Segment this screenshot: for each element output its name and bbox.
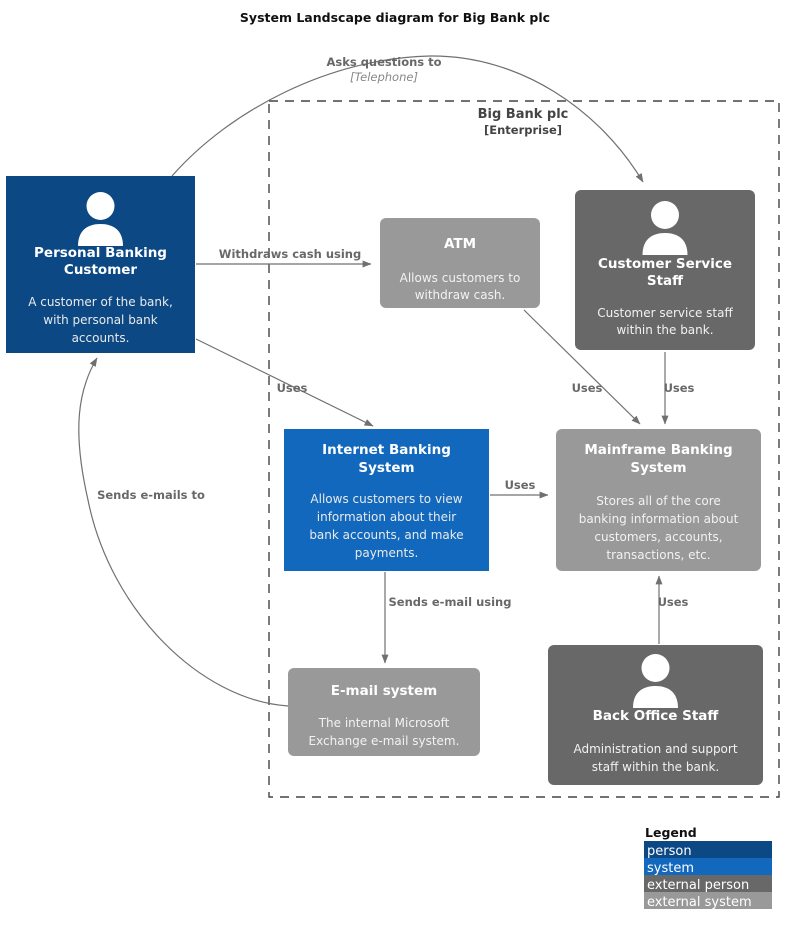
node-desc-ibs-line-1: Allows customers to view: [310, 492, 462, 506]
node-box-mainframe-banking-system[interactable]: [556, 429, 761, 571]
node-desc-ibs-line-2: information about their: [317, 510, 457, 524]
legend-item-person: person: [644, 841, 772, 859]
legend-label-person: person: [647, 844, 692, 859]
person-icon: [78, 192, 123, 246]
node-desc-mbs-line-2: banking information about: [579, 512, 739, 526]
node-desc-css-line-1: Customer service staff: [597, 306, 733, 320]
node-desc-email-line-2: Exchange e-mail system.: [309, 734, 460, 748]
legend-swatch-external-person: [644, 875, 772, 892]
edge-customer-uses-internet-banking: [195, 338, 374, 427]
node-title-css-line-1: Customer Service: [598, 256, 732, 272]
edges-layer: Asks questions to [Telephone] Withdraws …: [78, 55, 695, 707]
boundary-sublabel: [Enterprise]: [484, 123, 562, 137]
node-desc-atm-line-1: Allows customers to: [400, 271, 521, 285]
node-desc-email-line-1: The internal Microsoft: [318, 716, 450, 730]
node-desc-bos-line-1: Administration and support: [573, 742, 737, 756]
node-desc-ibs-line-3: bank accounts, and make: [309, 528, 463, 542]
node-personal-banking-customer[interactable]: Personal Banking Customer A customer of …: [6, 176, 195, 353]
edge-label-sends-email-using: Sends e-mail using: [389, 595, 512, 609]
node-title-line-1: Personal Banking: [34, 245, 167, 261]
node-desc-mbs-line-4: transactions, etc.: [606, 548, 710, 562]
node-title-back-office-staff: Back Office Staff: [593, 708, 720, 724]
node-internet-banking-system[interactable]: Internet Banking System Allows customers…: [284, 429, 489, 571]
node-mainframe-banking-system[interactable]: Mainframe Banking System Stores all of t…: [556, 429, 761, 571]
edge-label-uses-bos-mainframe: Uses: [658, 595, 689, 609]
node-title-mbs-line-2: System: [630, 460, 686, 476]
node-atm[interactable]: ATM Allows customers to withdraw cash.: [380, 218, 540, 308]
node-title-ibs-line-2: System: [358, 460, 414, 476]
legend-item-external-system: external system: [644, 892, 772, 910]
edge-technology-telephone: [Telephone]: [350, 70, 418, 84]
legend-label-external-person: external person: [647, 878, 749, 893]
edge-label-sends-emails-to: Sends e-mails to: [97, 488, 205, 502]
node-desc-mbs-line-1: Stores all of the core: [596, 494, 721, 508]
node-desc-css-line-2: within the bank.: [616, 323, 713, 337]
legend-title: Legend: [645, 825, 697, 840]
node-box-internet-banking-system[interactable]: [284, 429, 489, 571]
node-box-atm[interactable]: [380, 218, 540, 308]
page-title: System Landscape diagram for Big Bank pl…: [240, 10, 550, 25]
enterprise-boundary: Big Bank plc [Enterprise]: [268, 100, 780, 798]
boundary-label: Big Bank plc: [478, 107, 569, 122]
node-desc-line-3: accounts.: [72, 331, 130, 345]
node-title-line-2: Customer: [64, 262, 138, 278]
legend-label-external-system: external system: [647, 895, 752, 910]
node-desc-mbs-line-3: customers, accounts,: [594, 530, 722, 544]
legend-swatch-person: [644, 841, 772, 858]
edge-label-uses-atm-mainframe: Uses: [572, 381, 603, 395]
legend-item-system: system: [644, 858, 772, 876]
legend-swatch-system: [644, 858, 772, 875]
edge-atm-uses-mainframe: [523, 309, 641, 425]
edge-label-uses-css-mainframe: Uses: [664, 381, 695, 395]
node-box-customer-service-staff[interactable]: [575, 190, 755, 350]
node-desc-line-2: with personal bank: [43, 313, 157, 327]
node-title-atm: ATM: [444, 236, 476, 252]
node-box-e-mail-system[interactable]: [288, 668, 480, 756]
node-box-back-office-staff[interactable]: [548, 645, 763, 785]
legend-label-system: system: [647, 861, 694, 876]
person-icon: [633, 654, 678, 708]
node-desc-line-1: A customer of the bank,: [28, 295, 173, 309]
node-title-mbs-line-1: Mainframe Banking: [584, 442, 732, 458]
boundary-rect: [268, 100, 780, 798]
node-customer-service-staff[interactable]: Customer Service Staff Customer service …: [575, 190, 755, 350]
legend-item-external-person: external person: [644, 875, 772, 893]
edge-email-sends-emails-to-customer: [78, 357, 289, 707]
legend: Legend person system external person ext…: [644, 825, 772, 910]
edge-customer-asks-questions-to-staff: [171, 55, 644, 183]
legend-swatch-external-system: [644, 892, 772, 909]
node-desc-ibs-line-4: payments.: [355, 546, 419, 560]
edge-label-uses-internet-banking: Uses: [277, 381, 308, 395]
node-title-email-system: E-mail system: [331, 683, 438, 699]
node-title-ibs-line-1: Internet Banking: [322, 442, 451, 458]
node-desc-atm-line-2: withdraw cash.: [415, 288, 506, 302]
edge-label-uses-ibs-mainframe: Uses: [505, 478, 536, 492]
node-desc-bos-line-2: staff within the bank.: [592, 760, 719, 774]
node-e-mail-system[interactable]: E-mail system The internal Microsoft Exc…: [288, 668, 480, 756]
edge-label-withdraws-cash-using: Withdraws cash using: [219, 247, 361, 261]
node-back-office-staff[interactable]: Back Office Staff Administration and sup…: [548, 645, 763, 785]
edge-label-asks-questions-to: Asks questions to: [326, 55, 441, 69]
person-icon: [642, 201, 688, 255]
node-title-css-line-2: Staff: [647, 273, 684, 289]
